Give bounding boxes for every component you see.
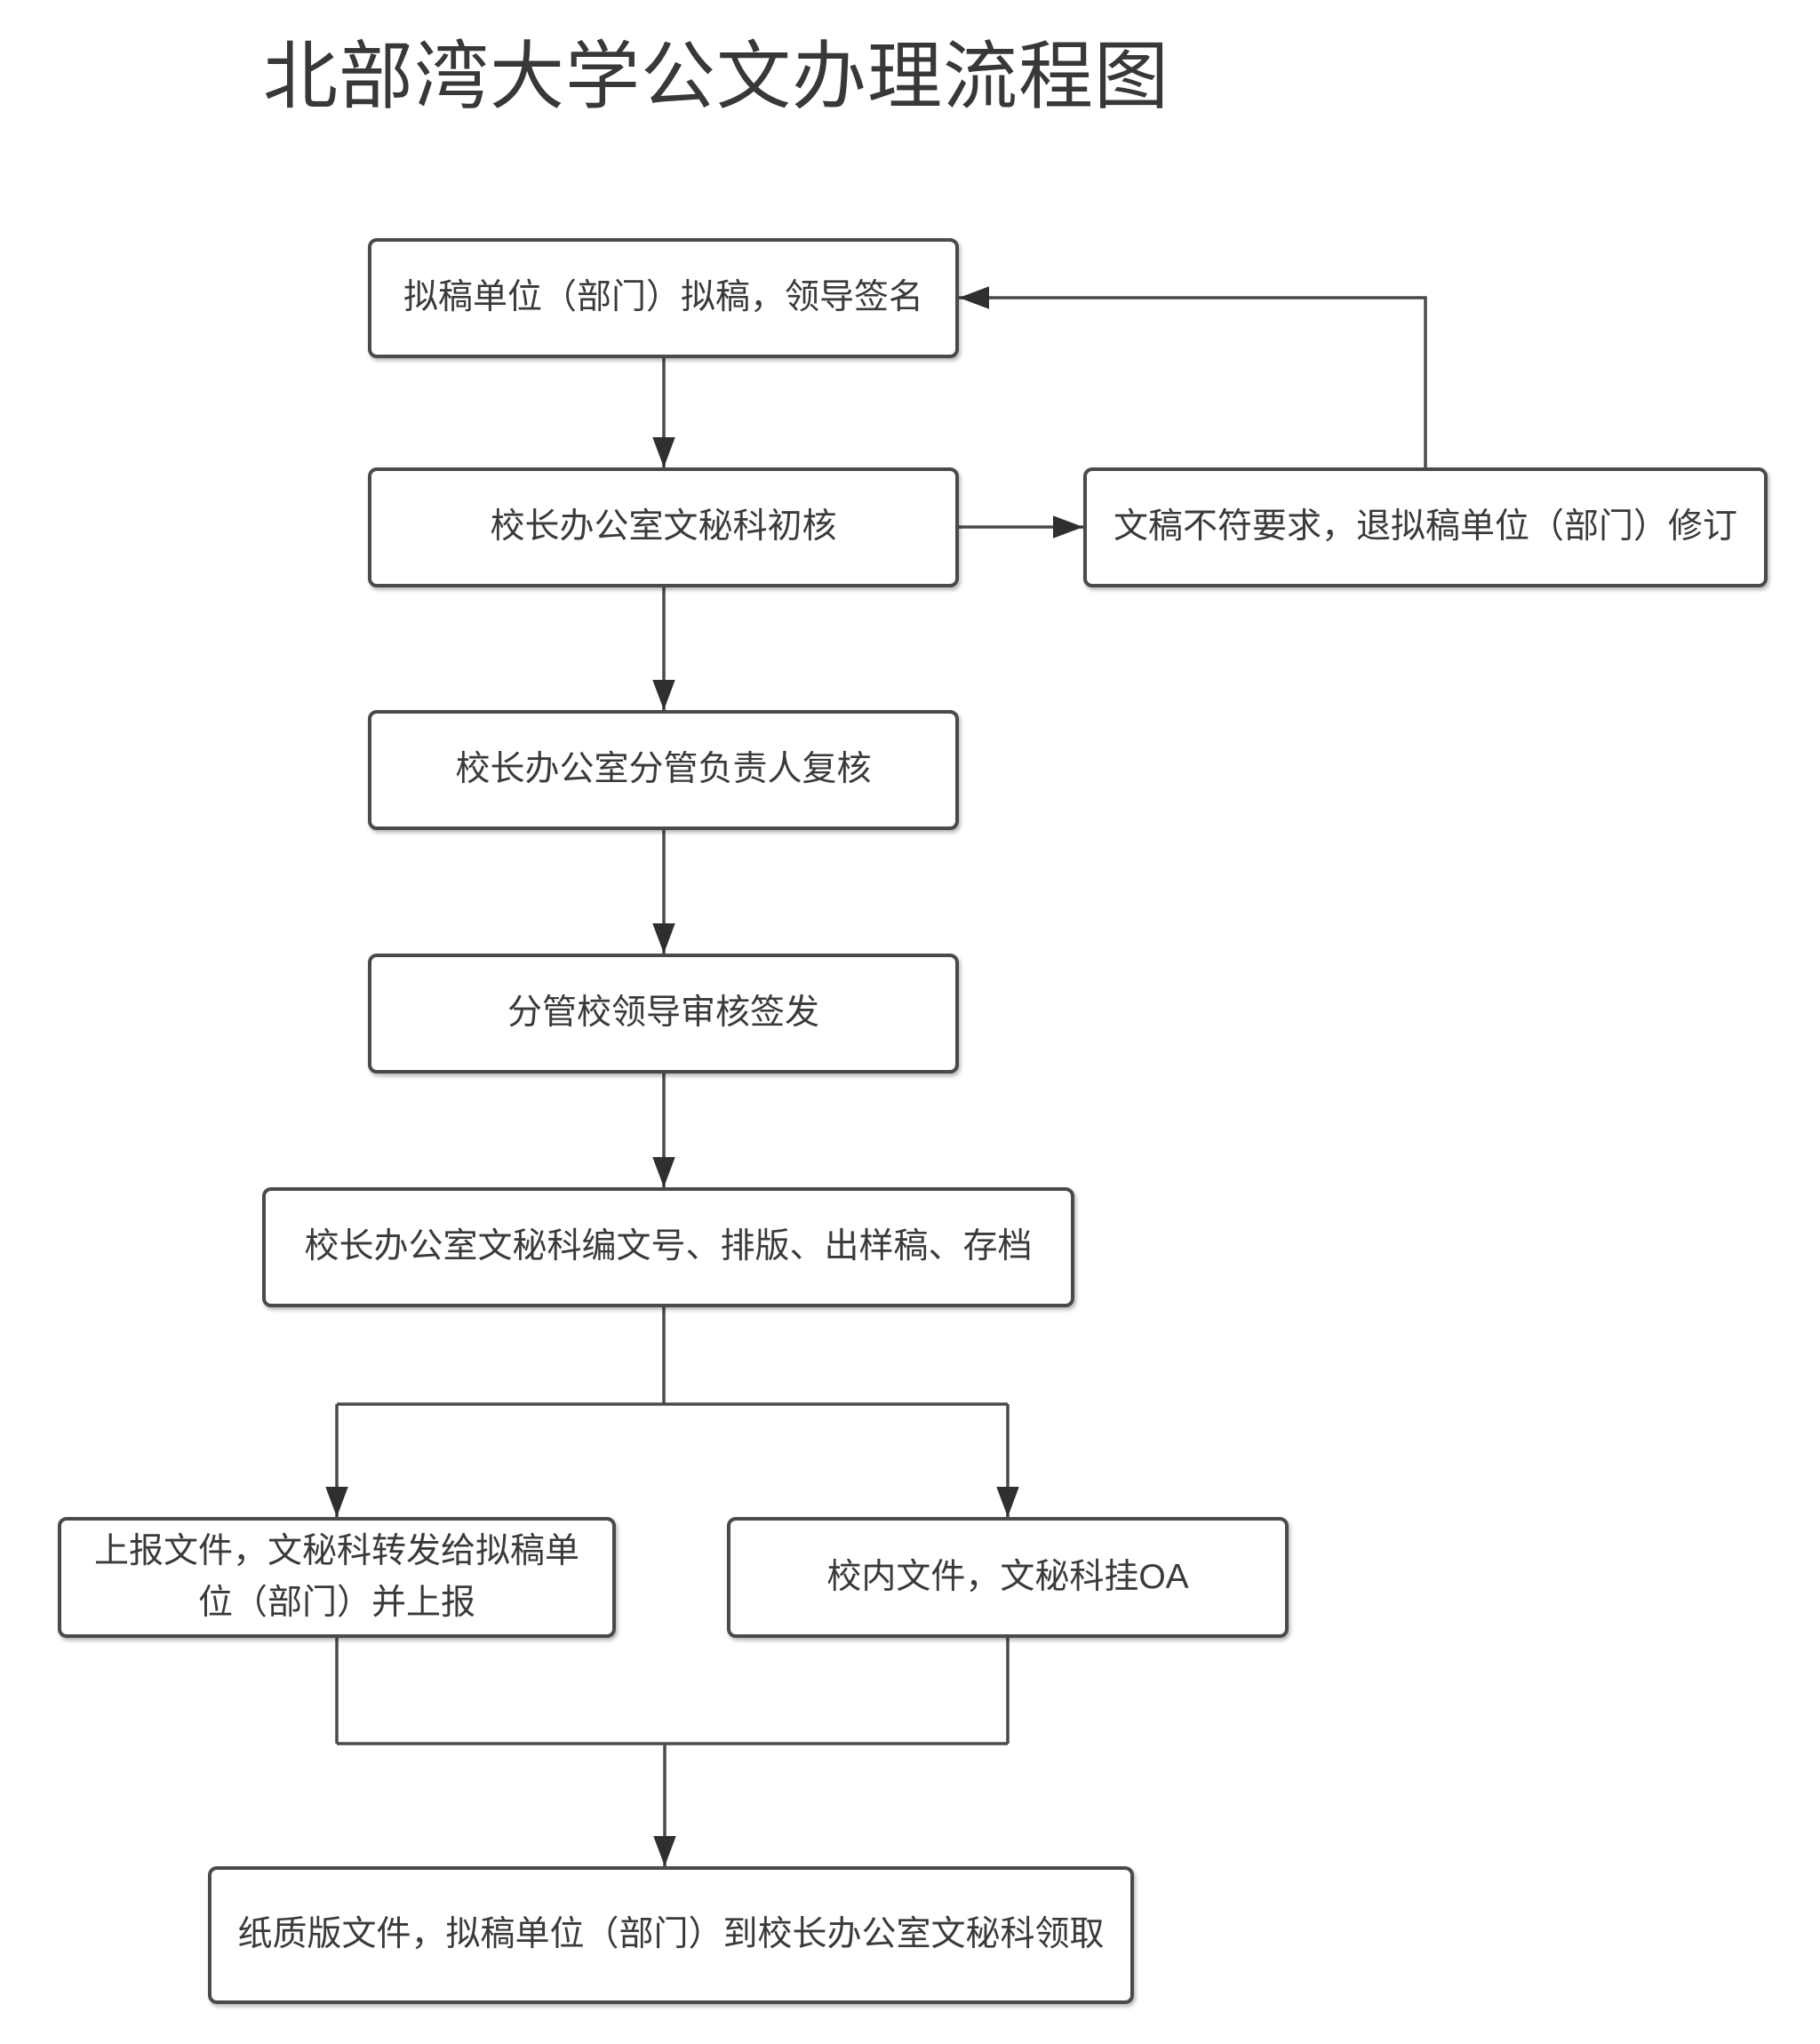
node-draft-unit-drafting-label: 拟稿单位（部门）拟稿，领导签名 <box>403 278 923 317</box>
node-return-for-revision-label: 文稿不符要求，退拟稿单位（部门）修订 <box>1113 507 1737 547</box>
node-division-head-recheck-label: 校长办公室分管负责人复核 <box>455 750 872 789</box>
diagram-title: 北部湾大学公文办理流程图 <box>263 35 1170 118</box>
node-paper-copy-pickup: 纸质版文件，拟稿单位（部门）到校长办公室文秘科领取 <box>208 1866 1134 2004</box>
arrow-return-to-draft-loop <box>959 286 1427 467</box>
node-internal-oa-label: 校内文件，文秘科挂OA <box>826 1557 1189 1596</box>
node-paper-copy-pickup-label: 纸质版文件，拟稿单位（部门）到校长办公室文秘科领取 <box>237 1915 1105 1954</box>
node-secretary-initial-review-label: 校长办公室文秘科初核 <box>490 507 837 547</box>
node-school-leader-signoff: 分管校领导审核签发 <box>368 954 959 1074</box>
node-numbering-typeset-archive: 校长办公室文秘科编文号、排版、出样稿、存档 <box>262 1187 1074 1307</box>
node-return-for-revision: 文稿不符要求，退拟稿单位（部门）修订 <box>1083 467 1768 587</box>
node-numbering-typeset-archive-label: 校长办公室文秘科编文号、排版、出样稿、存档 <box>304 1227 1033 1266</box>
node-secretary-initial-review: 校长办公室文秘科初核 <box>368 467 959 587</box>
node-report-upward-label: 上报文件，文秘科转发给拟稿单位（部门）并上报 <box>93 1531 579 1623</box>
node-school-leader-signoff-label: 分管校领导审核签发 <box>507 994 819 1033</box>
node-draft-unit-drafting: 拟稿单位（部门）拟稿，领导签名 <box>368 238 959 358</box>
node-internal-oa: 校内文件，文秘科挂OA <box>727 1517 1289 1638</box>
node-report-upward: 上报文件，文秘科转发给拟稿单位（部门）并上报 <box>58 1517 616 1638</box>
node-division-head-recheck: 校长办公室分管负责人复核 <box>368 710 959 830</box>
